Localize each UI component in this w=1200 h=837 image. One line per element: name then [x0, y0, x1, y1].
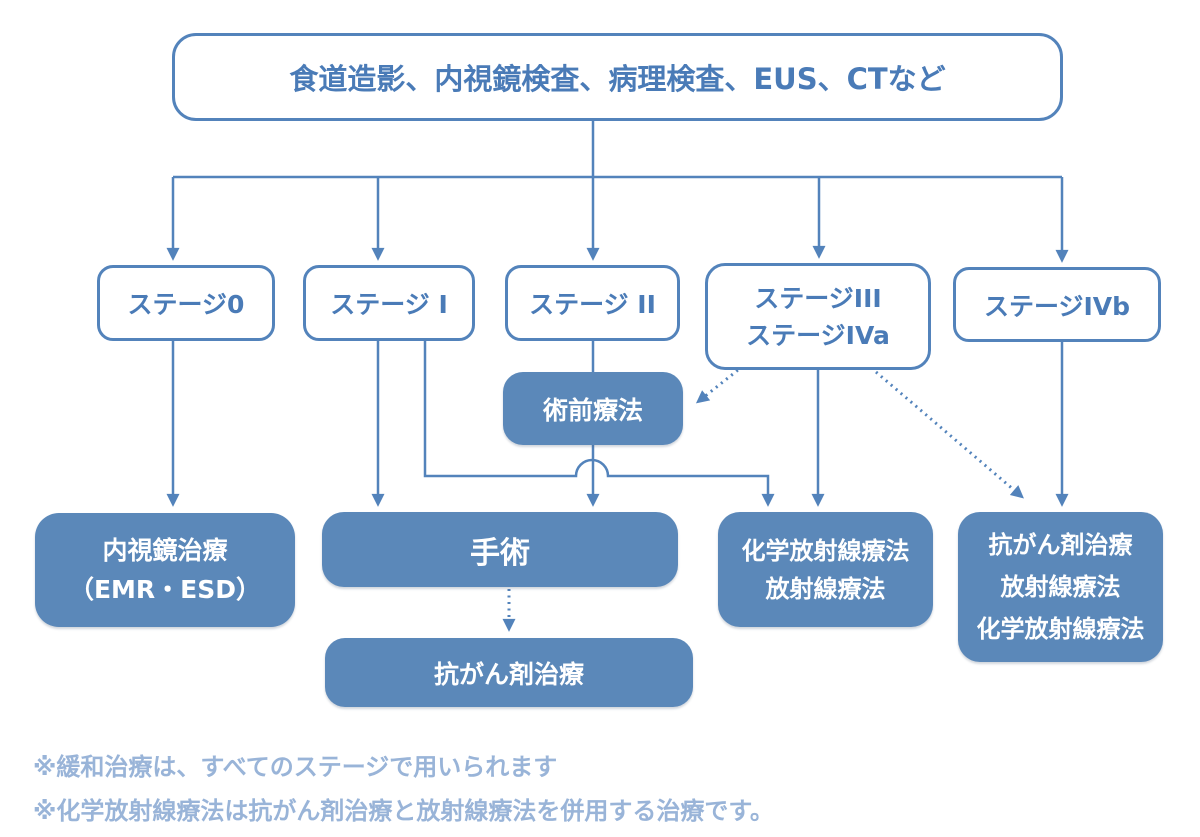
anticancer-drug-treatment-box: 抗がん剤治療 [325, 638, 693, 707]
preoperative-therapy-box: 術前療法 [503, 372, 683, 445]
anticancer-drug-label: 抗がん剤治療 [988, 531, 1133, 559]
anticancer-drug-treatment-label: 抗がん剤治療 [433, 659, 584, 689]
radiotherapy-label: 放射線療法 [765, 574, 886, 603]
endoscopic-treatment-label: 内視鏡治療 [102, 536, 228, 565]
stage-4a-label: ステージIVa [746, 320, 890, 350]
surgery-box: 手術 [322, 512, 678, 587]
chemoradiotherapy-option-label: 化学放射線療法 [976, 615, 1145, 643]
note-chemoradiotherapy-definition: ※化学放射線療法は抗がん剤治療と放射線療法を併用する治療です。 [33, 797, 774, 825]
chemoradiotherapy-box: 化学放射線療法 放射線療法 [718, 512, 933, 627]
stage-0-label: ステージ0 [127, 290, 245, 319]
stage-2-label: ステージ II [529, 290, 656, 319]
stage-3-4a-box: ステージIII ステージIVa [705, 263, 931, 370]
preoperative-therapy-label: 術前療法 [542, 395, 643, 425]
stage-4b-label: ステージIVb [983, 291, 1131, 321]
dotted-arrow-stage34a-preop [695, 360, 749, 404]
note-palliative-care: ※緩和治療は、すべてのステージで用いられます [33, 753, 558, 781]
stage-0-box: ステージ0 [97, 265, 275, 341]
chemoradiotherapy-label: 化学放射線療法 [741, 536, 910, 565]
examinations-label: 食道造影、内視鏡検査、病理検査、EUS、CTなど [289, 62, 946, 96]
examinations-box: 食道造影、内視鏡検査、病理検査、EUS、CTなど [172, 33, 1063, 121]
emr-esd-label: （EMR・ESD） [68, 575, 262, 604]
stage-1-box: ステージ I [303, 265, 475, 341]
dotted-arrow-stage34a-options [875, 370, 1024, 499]
endoscopic-treatment-box: 内視鏡治療 （EMR・ESD） [35, 513, 295, 627]
radiotherapy-option-label: 放射線療法 [1000, 573, 1121, 601]
stage-4b-box: ステージIVb [953, 267, 1161, 342]
connector-trunk [173, 121, 1062, 179]
stage-3-label: ステージIII [754, 283, 882, 313]
stage-1-label: ステージ I [330, 290, 448, 319]
surgery-label: 手術 [470, 535, 530, 571]
stage4b-treatment-options-box: 抗がん剤治療 放射線療法 化学放射線療法 [958, 512, 1163, 662]
stage-2-box: ステージ II [505, 265, 680, 341]
